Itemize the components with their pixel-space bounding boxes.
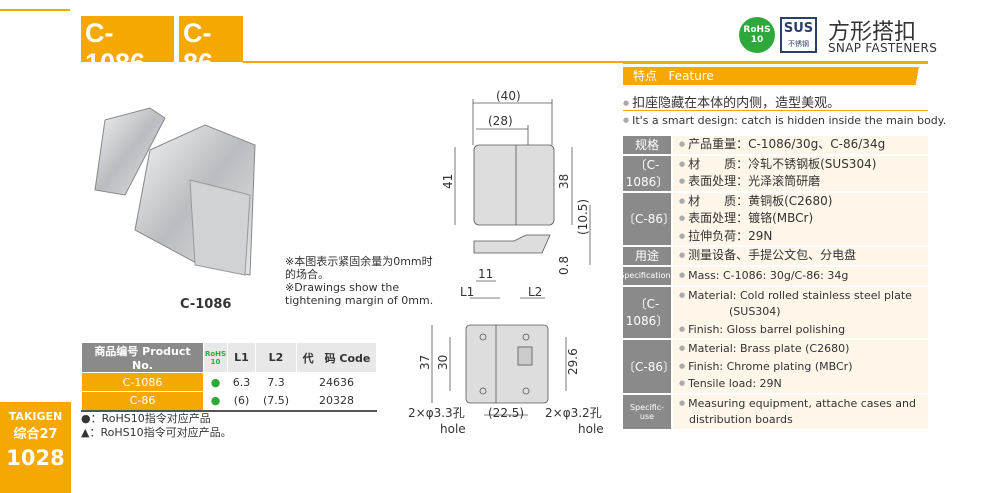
spec-label: 用途: [623, 247, 671, 265]
spec-item: Material: Cold rolled stainless steel pl…: [679, 287, 928, 305]
product-photo: [94, 107, 256, 276]
svg-text:2×φ3.2孔: 2×φ3.2孔: [545, 406, 602, 420]
spec-row: Specific-use Measuring equipment, attache…: [623, 394, 928, 431]
spec-label: 〔C-86〕: [623, 340, 675, 393]
svg-text:(28): (28): [488, 114, 513, 128]
spec-label: 〔C-1086〕: [623, 286, 671, 338]
spec-item: Finish: Chrome plating (MBCr): [679, 358, 928, 376]
svg-text:hole: hole: [440, 422, 466, 436]
spec-item: 测量设备、手提公文包、分电盘: [679, 247, 928, 265]
spec-row: 用途测量设备、手提公文包、分电盘: [623, 247, 928, 267]
svg-text:29.6: 29.6: [566, 348, 580, 375]
title-cn: 方形搭扣: [828, 20, 917, 45]
svg-text:(10.5): (10.5): [576, 199, 590, 235]
svg-text:L2: L2: [528, 285, 542, 299]
spec-label: 规格: [623, 136, 671, 154]
svg-text:L1: L1: [460, 285, 474, 299]
svg-text:38: 38: [557, 174, 571, 189]
spec-item: 材 质：黄铜板(C2680): [679, 193, 928, 211]
feature-divider: [623, 110, 928, 111]
spec-row: SpecificationsMass: C-1086: 30g/C-86: 34…: [619, 267, 928, 287]
spec-table-cn: 规格产品重量：C-1086/30g、C-86/34g〔C-1086〕材 质：冷轧…: [623, 136, 928, 267]
spec-item: 产品重量：C-1086/30g、C-86/34g: [679, 136, 928, 154]
spec-item: distribution boards: [689, 413, 793, 426]
svg-text:2×φ3.3孔: 2×φ3.3孔: [408, 406, 465, 420]
svg-text:hole: hole: [578, 422, 604, 436]
spec-row: 〔C-1086〕材 质：冷轧不锈钢板(SUS304)表面处理：光泽滚筒研磨: [623, 155, 928, 193]
svg-text:41: 41: [441, 174, 455, 189]
spec-item: (SUS304): [729, 305, 781, 318]
photo-note-cn: ※本图表示紧固余量为0mm时的场合。: [285, 255, 433, 281]
spec-item: Finish: Gloss barrel polishing: [679, 321, 928, 339]
spec-label: Specific-use: [623, 394, 671, 429]
feature-text-cn: 扣座隐藏在本体的内侧，造型美观。: [623, 92, 840, 111]
feature-heading: 特点 Feature: [623, 67, 928, 85]
spec-row: 〔C-86〕Material: Brass plate (C2680)Finis…: [623, 340, 928, 395]
rohs-logo: RoHS 10: [739, 17, 775, 53]
top-rule: [0, 9, 70, 11]
spec-label: 〔C-1086〕: [623, 155, 671, 191]
spec-item: Tensile load: 29N: [679, 375, 928, 393]
photo-label: C-1086: [180, 297, 232, 312]
table-row: C-86●(6)(7.5)20328: [81, 391, 377, 411]
spec-item: Mass: C-1086: 30g/C-86: 34g: [679, 267, 928, 285]
header-rule: [243, 61, 928, 63]
feature-text-en: It's a smart design: catch is hidden ins…: [623, 114, 946, 127]
page-tab: TAKIGEN 综合27 1028: [0, 402, 71, 493]
svg-text:(22.5): (22.5): [488, 406, 524, 420]
spec-label: Specifications: [619, 267, 675, 285]
svg-text:30: 30: [436, 355, 450, 370]
spec-row: 〔C-86〕材 质：黄铜板(C2680)表面处理：镀铬(MBCr)拉伸负荷：29…: [623, 192, 928, 247]
spec-item: 拉伸负荷：29N: [679, 228, 928, 246]
svg-text:0.8: 0.8: [557, 256, 571, 275]
spec-row: 规格产品重量：C-1086/30g、C-86/34g: [623, 136, 928, 156]
svg-text:(40): (40): [496, 89, 521, 103]
spec-item: 材 质：冷轧不锈钢板(SUS304): [679, 156, 928, 174]
svg-text:37: 37: [418, 355, 432, 370]
table-legend: ●：RoHS10指令对应产品▲：RoHS10指令可对应产品。: [81, 412, 232, 439]
spec-item: 表面处理：光泽滚筒研磨: [679, 173, 928, 191]
spec-label: 〔C-86〕: [623, 192, 675, 245]
spec-table-en: SpecificationsMass: C-1086: 30g/C-86: 34…: [619, 267, 928, 431]
photo-note-en: ※Drawings show the tightening margin of …: [285, 281, 434, 307]
title-en: SNAP FASTENERS: [828, 41, 938, 55]
spec-item: 表面处理：镀铬(MBCr): [679, 210, 928, 228]
feature-rule: [623, 63, 928, 64]
spec-item: Measuring equipment, attache cases and: [679, 395, 928, 413]
spec-item: Material: Brass plate (C2680): [679, 340, 928, 358]
spec-row: 〔C-1086〕 Material: Cold rolled stainless …: [623, 286, 928, 340]
svg-text:11: 11: [478, 267, 493, 281]
